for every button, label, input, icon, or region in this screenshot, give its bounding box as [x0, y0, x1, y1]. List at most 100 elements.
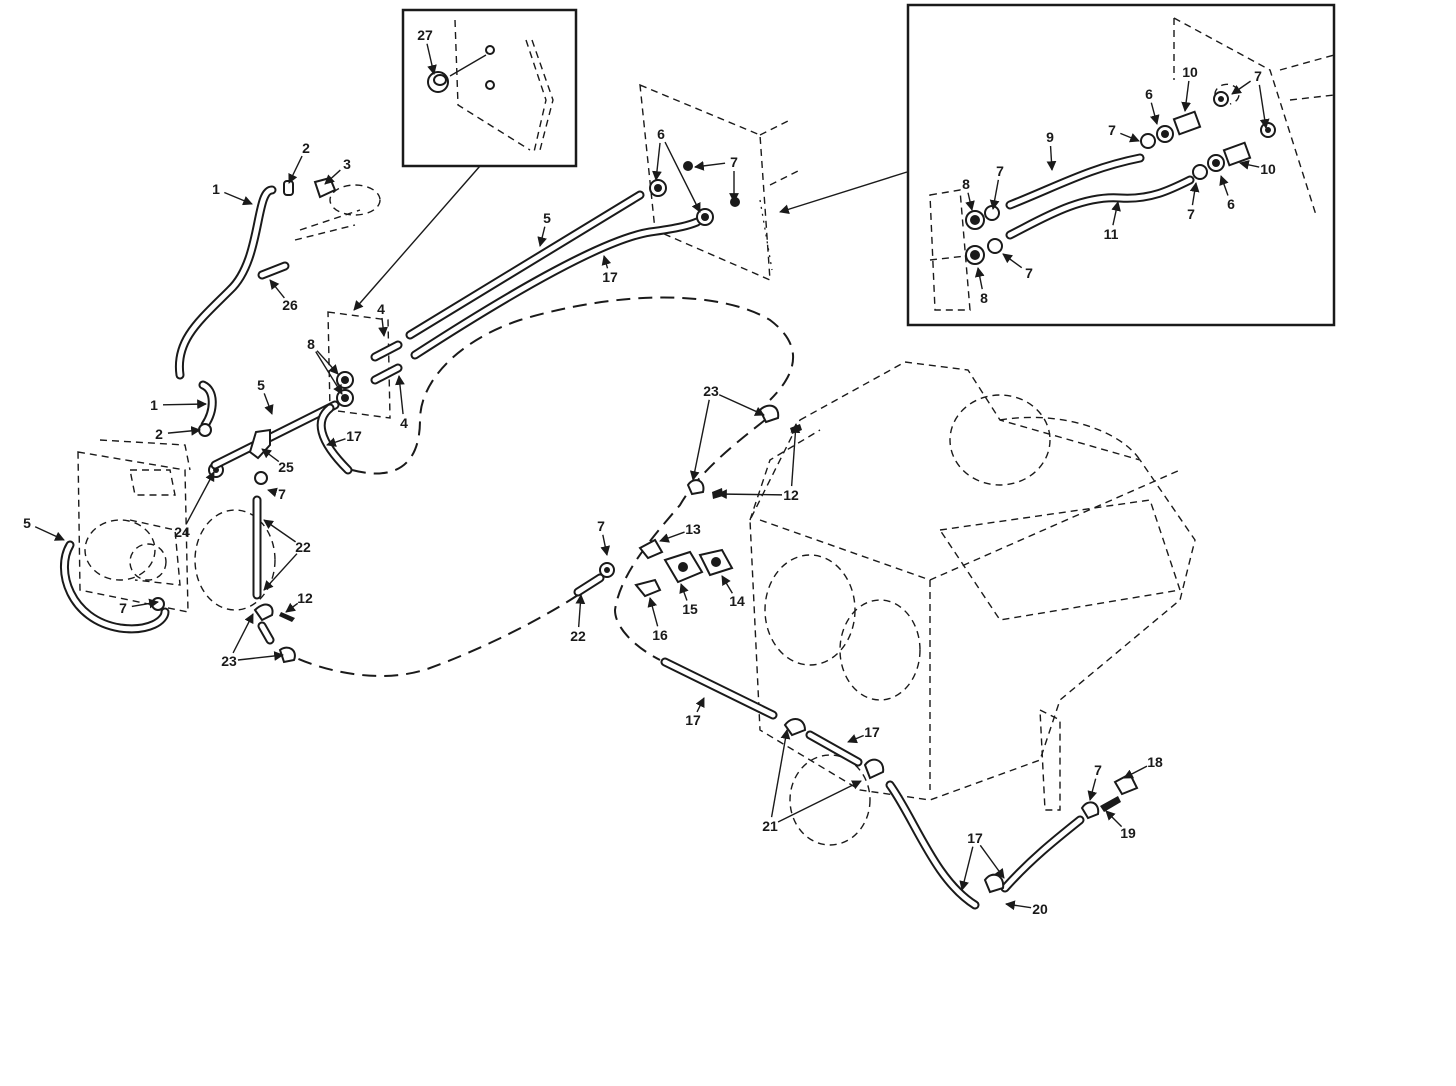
leader-arrow [537, 226, 547, 247]
callout-number: 7 [996, 163, 1004, 179]
leader-arrow [601, 255, 612, 269]
callout-number: 3 [343, 156, 351, 172]
callout-number: 26 [282, 297, 298, 313]
callout-number: 20 [1032, 901, 1048, 917]
callout-number: 7 [1108, 122, 1116, 138]
leader-arrow [237, 651, 284, 661]
callout-c13: 13 [659, 521, 701, 543]
leader-arrow [232, 613, 254, 654]
callout-number: 18 [1147, 754, 1163, 770]
leader-arrow [965, 192, 975, 211]
callout-number: 7 [730, 154, 738, 170]
callout-c24: 24 [174, 471, 215, 540]
leader-arrow [1181, 80, 1191, 112]
leader-arrow [1005, 900, 1032, 911]
callout-c4b: 4 [395, 375, 408, 431]
callout-c27: 27 [417, 27, 437, 75]
callout-c10b: 10 [1239, 160, 1276, 177]
callout-number: 21 [762, 818, 778, 834]
callout-c8b: 8 [962, 176, 975, 211]
tubing [59, 185, 1085, 910]
callout-number: 6 [1227, 196, 1235, 212]
callout-number: 7 [1254, 68, 1262, 84]
callout-number: 12 [297, 590, 313, 606]
leader-arrow [659, 531, 685, 543]
leader-arrow [974, 267, 985, 290]
leader-arrow [426, 43, 437, 75]
callout-number: 7 [1025, 265, 1033, 281]
leader-arrow [679, 583, 689, 601]
callout-c21: 21 [762, 729, 862, 834]
leader-arrow [263, 393, 274, 415]
leader-arrow [224, 191, 253, 206]
leader-arrow [600, 534, 611, 556]
leader-arrow [315, 351, 343, 395]
callout-c23a: 23 [689, 383, 765, 481]
fittings [151, 161, 1139, 894]
callout-c3: 3 [324, 156, 351, 185]
callout-number: 22 [570, 628, 586, 644]
leader-arrow [652, 142, 662, 181]
leader-arrow [1046, 145, 1057, 171]
leader-arrow [1105, 810, 1123, 828]
callout-number: 10 [1260, 161, 1276, 177]
callout-c18: 18 [1123, 754, 1163, 779]
callout-c17e: 17 [959, 830, 1005, 891]
callout-number: 7 [119, 600, 127, 616]
callout-number: 16 [652, 627, 668, 643]
callout-c9: 9 [1046, 129, 1057, 171]
leader-arrow [131, 598, 159, 609]
callout-number: 9 [1046, 129, 1054, 145]
engine-outline [749, 361, 1196, 846]
leader-arrow [1239, 160, 1260, 170]
callout-number: 17 [685, 712, 701, 728]
leader-arrow [790, 423, 801, 487]
leader-arrow [263, 553, 298, 591]
callout-c4a: 4 [377, 301, 388, 337]
callout-number: 8 [980, 290, 988, 306]
callout-number: 27 [417, 27, 433, 43]
callout-c12a: 12 [717, 423, 801, 503]
leader-arrow [647, 597, 659, 627]
leader-arrow [324, 169, 341, 185]
callout-c2b: 2 [155, 425, 201, 442]
callout-number: 24 [174, 524, 190, 540]
callout-number: 2 [155, 426, 163, 442]
leader-arrow [185, 471, 215, 525]
callout-c7j: 7 [1087, 762, 1102, 801]
leader-arrow [1002, 253, 1023, 269]
leader-arrow [979, 844, 1005, 879]
callout-number: 17 [346, 428, 362, 444]
callout-number: 6 [657, 126, 665, 142]
leader-arrow [695, 697, 705, 713]
leader-arrow [395, 375, 405, 415]
callout-c23b: 23 [221, 613, 284, 669]
leader-arrow [718, 394, 765, 416]
callout-c19: 19 [1105, 810, 1136, 841]
leader-arrow [288, 155, 303, 184]
callout-c6c: 6 [1219, 175, 1235, 212]
leader-arrow [777, 780, 862, 823]
callout-number: 1 [150, 397, 158, 413]
callout-c7e: 7 [1002, 253, 1033, 281]
plug-27 [427, 71, 449, 93]
leader-arrow [1111, 201, 1121, 226]
callout-number: 17 [864, 724, 880, 740]
leader-arrow [1219, 175, 1229, 196]
callout-c8a: 8 [307, 336, 343, 395]
leader-arrow [263, 519, 296, 543]
leader-arrow [1258, 84, 1270, 129]
callout-c7f: 7 [1187, 182, 1200, 222]
callout-c7c: 7 [1231, 68, 1270, 129]
leader-arrow [1120, 132, 1140, 143]
leader-arrow [1189, 182, 1200, 206]
leader-arrow [269, 279, 285, 299]
callout-number: 7 [597, 518, 605, 534]
callout-c7g: 7 [267, 486, 286, 502]
callout-c7i: 7 [597, 518, 611, 556]
leader-arrow [167, 425, 201, 436]
callout-number: 7 [1094, 762, 1102, 778]
callout-number: 10 [1182, 64, 1198, 80]
leader-arrow [1087, 778, 1098, 801]
callout-c26: 26 [269, 279, 298, 313]
